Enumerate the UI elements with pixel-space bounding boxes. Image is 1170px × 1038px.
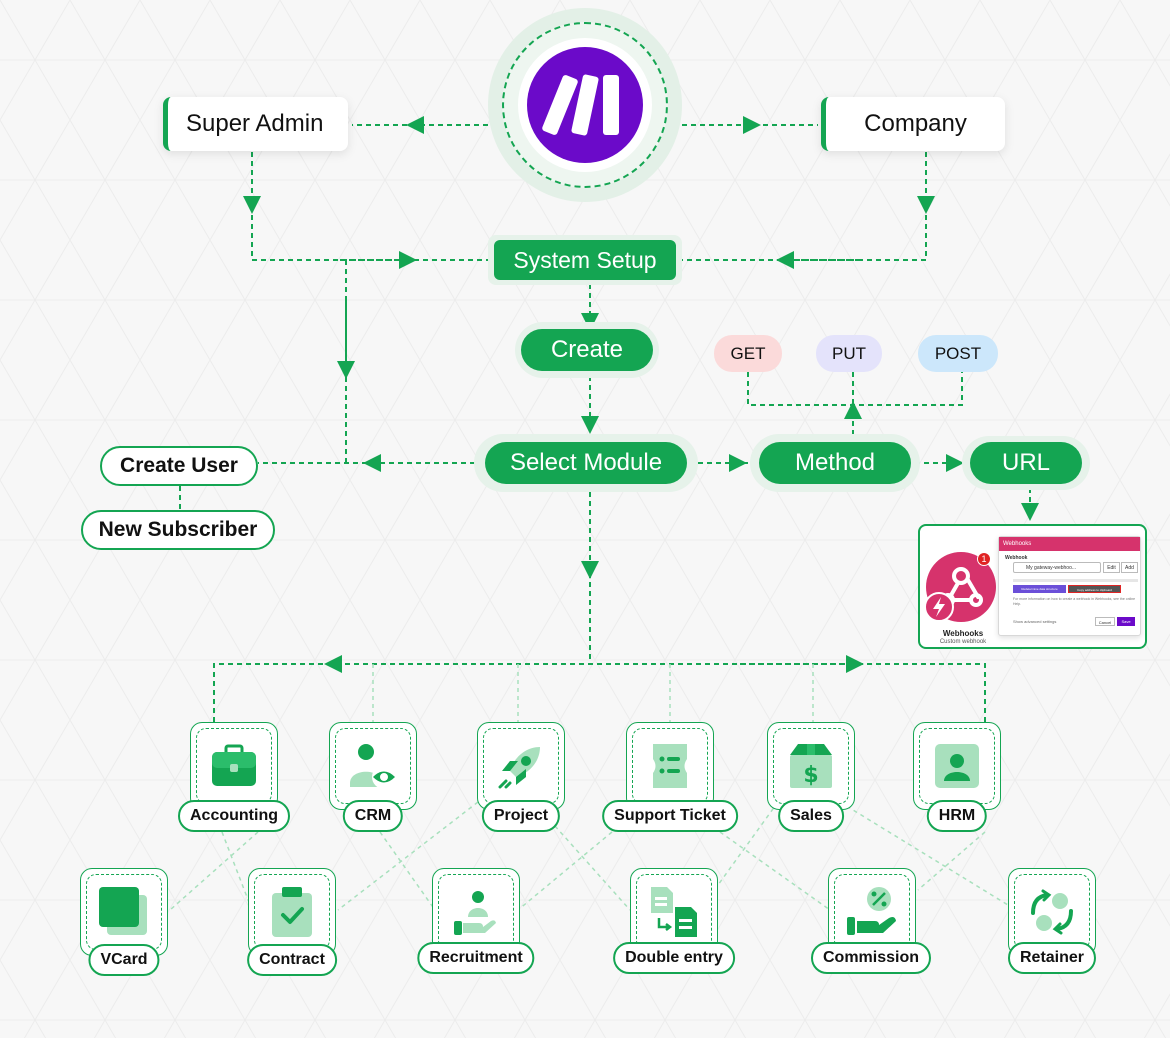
webhook-advanced-toggle[interactable]: Show advanced settings: [1013, 619, 1057, 624]
briefcase-icon: [212, 744, 256, 786]
select-module-wrap: Select Module: [474, 434, 698, 492]
accounting-tile[interactable]: [190, 722, 278, 810]
method-post-badge[interactable]: POST: [918, 335, 998, 372]
super-admin-card[interactable]: Super Admin: [163, 97, 348, 151]
method-wrap: Method: [750, 434, 920, 492]
url-wrap: URL: [962, 436, 1090, 490]
module-label-retainer[interactable]: Retainer: [1007, 942, 1097, 974]
module-label-support-ticket[interactable]: Support Ticket: [602, 800, 738, 832]
clipboard-check-icon: [272, 887, 312, 937]
create-wrap: Create: [515, 322, 659, 378]
svg-text:$: $: [803, 763, 818, 788]
webhook-add-button[interactable]: Add: [1121, 562, 1138, 573]
crm-tile[interactable]: [329, 722, 417, 810]
webhook-cancel-button[interactable]: Cancel: [1095, 617, 1115, 626]
method-put-label: PUT: [832, 343, 866, 363]
system-setup-label: System Setup: [513, 246, 657, 273]
select-module-button[interactable]: Select Module: [485, 442, 687, 484]
create-user-label: Create User: [120, 454, 238, 477]
module-label-crm[interactable]: CRM: [342, 800, 404, 832]
method-post-label: POST: [934, 343, 982, 363]
module-label-commission[interactable]: Commission: [810, 942, 932, 974]
url-label: URL: [1001, 449, 1050, 476]
module-label-sales[interactable]: Sales: [778, 800, 844, 832]
cycle-icon: [1031, 889, 1073, 935]
new-subscriber-button[interactable]: New Subscriber: [81, 510, 275, 550]
commission-tile[interactable]: [828, 868, 916, 956]
module-label-vcard[interactable]: VCard: [88, 944, 160, 976]
webhook-address-bar: [1013, 579, 1138, 582]
method-button[interactable]: Method: [759, 442, 911, 484]
vcard-tile[interactable]: [80, 868, 168, 956]
retainer-tile[interactable]: [1008, 868, 1096, 956]
webhook-panel: Webhooks Webhook My gateway-webhoo... Ed…: [998, 536, 1141, 636]
webhook-panel-title: Webhooks: [999, 537, 1140, 551]
module-label-double-entry[interactable]: Double entry: [613, 942, 735, 974]
webhook-help-text: For more information on how to create a …: [1013, 597, 1136, 606]
module-label-contract[interactable]: Contract: [247, 944, 337, 976]
id-card-icon: [935, 744, 979, 788]
company-card[interactable]: Company: [821, 97, 1005, 151]
super-admin-label: Super Admin: [186, 110, 324, 137]
card-stack-icon: [99, 887, 147, 935]
user-eye-icon: [350, 744, 396, 789]
webhook-subtitle: Custom webhook: [939, 639, 987, 645]
rocket-icon: [498, 747, 540, 789]
webhook-save-button[interactable]: Save: [1117, 617, 1135, 626]
module-label-hrm[interactable]: HRM: [926, 800, 988, 832]
select-module-label: Select Module: [509, 449, 663, 476]
create-label: Create: [550, 336, 624, 363]
method-get-badge[interactable]: GET: [714, 335, 782, 372]
documents-transfer-icon: [651, 887, 697, 937]
create-user-button[interactable]: Create User: [100, 446, 258, 486]
webhook-select[interactable]: My gateway-webhoo...: [1013, 562, 1101, 573]
project-tile[interactable]: [477, 722, 565, 810]
support-ticket-tile[interactable]: [626, 722, 714, 810]
logo: [527, 47, 643, 163]
contract-tile[interactable]: [248, 868, 336, 956]
method-get-label: GET: [730, 343, 766, 363]
module-label-accounting[interactable]: Accounting: [178, 800, 290, 832]
hand-percent-icon: [847, 887, 896, 935]
ticket-icon: [653, 744, 687, 788]
webhook-edit-button[interactable]: Edit: [1103, 562, 1120, 573]
package-dollar-icon: $: [790, 744, 832, 788]
system-setup-button[interactable]: System Setup: [494, 240, 676, 280]
person-hand-icon: [454, 891, 496, 935]
method-label: Method: [794, 449, 876, 476]
webhook-determine-button[interactable]: Redetermine data structure: [1013, 585, 1066, 593]
new-subscriber-label: New Subscriber: [98, 518, 258, 541]
webhook-name: Webhooks: [942, 629, 984, 638]
system-setup-wrap: System Setup: [488, 235, 682, 285]
webhook-copy-button[interactable]: Copy address to clipboard: [1068, 585, 1121, 593]
method-put-badge[interactable]: PUT: [816, 335, 882, 372]
create-button[interactable]: Create: [521, 329, 653, 371]
module-label-recruitment[interactable]: Recruitment: [417, 942, 535, 974]
logo-bars-icon: [542, 74, 619, 136]
webhook-preview: 1 Webhooks Custom webhook Webhooks Webho…: [918, 524, 1147, 649]
webhook-count-badge: 1: [977, 552, 991, 566]
url-button[interactable]: URL: [970, 442, 1082, 484]
webhook-field-label: Webhook: [1005, 555, 1028, 561]
module-label-project[interactable]: Project: [481, 800, 561, 832]
hrm-tile[interactable]: [913, 722, 1001, 810]
sales-tile[interactable]: $: [767, 722, 855, 810]
double-entry-tile[interactable]: [630, 868, 718, 956]
recruitment-tile[interactable]: [432, 868, 520, 956]
company-label: Company: [864, 110, 967, 137]
instant-trigger-icon: [924, 592, 954, 622]
